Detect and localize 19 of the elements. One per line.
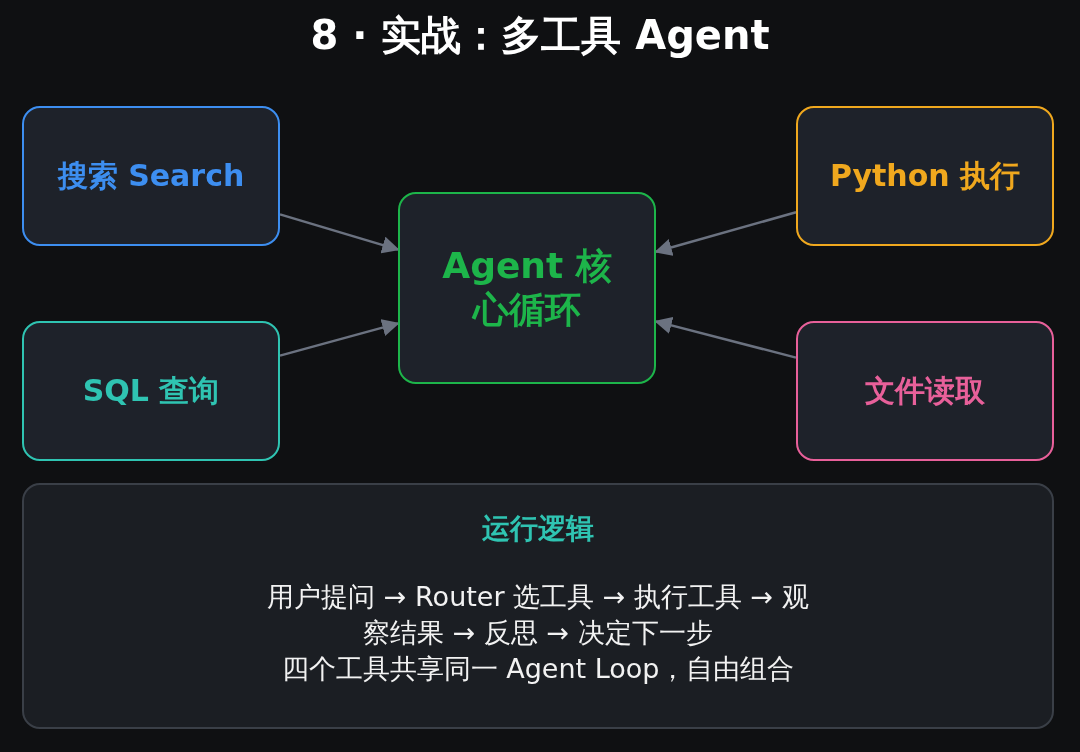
logic-panel [22,483,1054,729]
arrow [654,211,797,256]
arrow [279,319,400,357]
panel-text: 四个工具共享同一 Agent Loop，自由组合 [281,652,795,686]
box-label: 搜索 Search [57,157,245,195]
tool-box [796,106,1054,246]
tool-box [22,106,280,246]
box-label: Agent 核心循环 [441,244,613,332]
box-label: 文件读取 [865,372,985,410]
arrow [654,316,797,359]
title: 8 · 实战：多工具 Agent [309,11,771,60]
box-label: SQL 查询 [82,372,220,410]
arrow [279,213,400,254]
tool-box [22,321,280,461]
panel-heading: 运行逻辑 [482,511,594,547]
agent-box [398,192,656,384]
box-label: Python 执行 [829,157,1021,195]
tool-box [796,321,1054,461]
panel-text: 用户提问 → Router 选工具 → 执行工具 → 观察结果 → 反思 → 决定下一步 [266,580,810,650]
